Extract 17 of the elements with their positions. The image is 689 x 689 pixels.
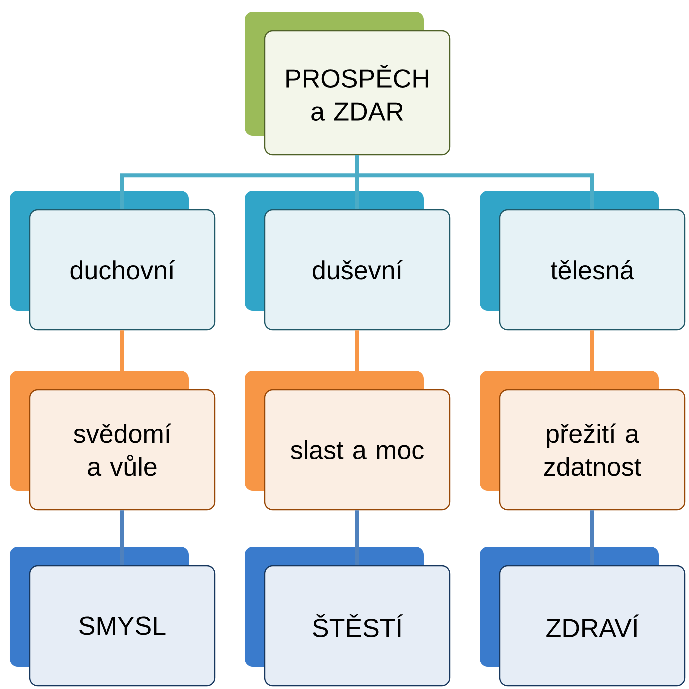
connector-line bbox=[590, 510, 594, 566]
process-box: duševní bbox=[245, 191, 451, 331]
connector-line bbox=[356, 330, 360, 390]
process-box: svědomí a vůle bbox=[10, 371, 216, 511]
process-box: přežití a zdatnost bbox=[480, 371, 686, 511]
process-box: tělesná bbox=[480, 191, 686, 331]
process-box: SMYSL bbox=[10, 547, 216, 687]
process-box: duchovní bbox=[10, 191, 216, 331]
connector-line bbox=[120, 330, 124, 390]
process-box: PROSPĚCH a ZDAR bbox=[245, 12, 451, 156]
connector-line bbox=[120, 510, 124, 566]
connector-line bbox=[590, 330, 594, 390]
process-box: ŠTĚSTÍ bbox=[245, 547, 451, 687]
connector-line bbox=[356, 510, 360, 566]
process-box: ZDRAVÍ bbox=[480, 547, 686, 687]
connector-line bbox=[356, 156, 594, 210]
process-box: slast a moc bbox=[245, 371, 451, 511]
